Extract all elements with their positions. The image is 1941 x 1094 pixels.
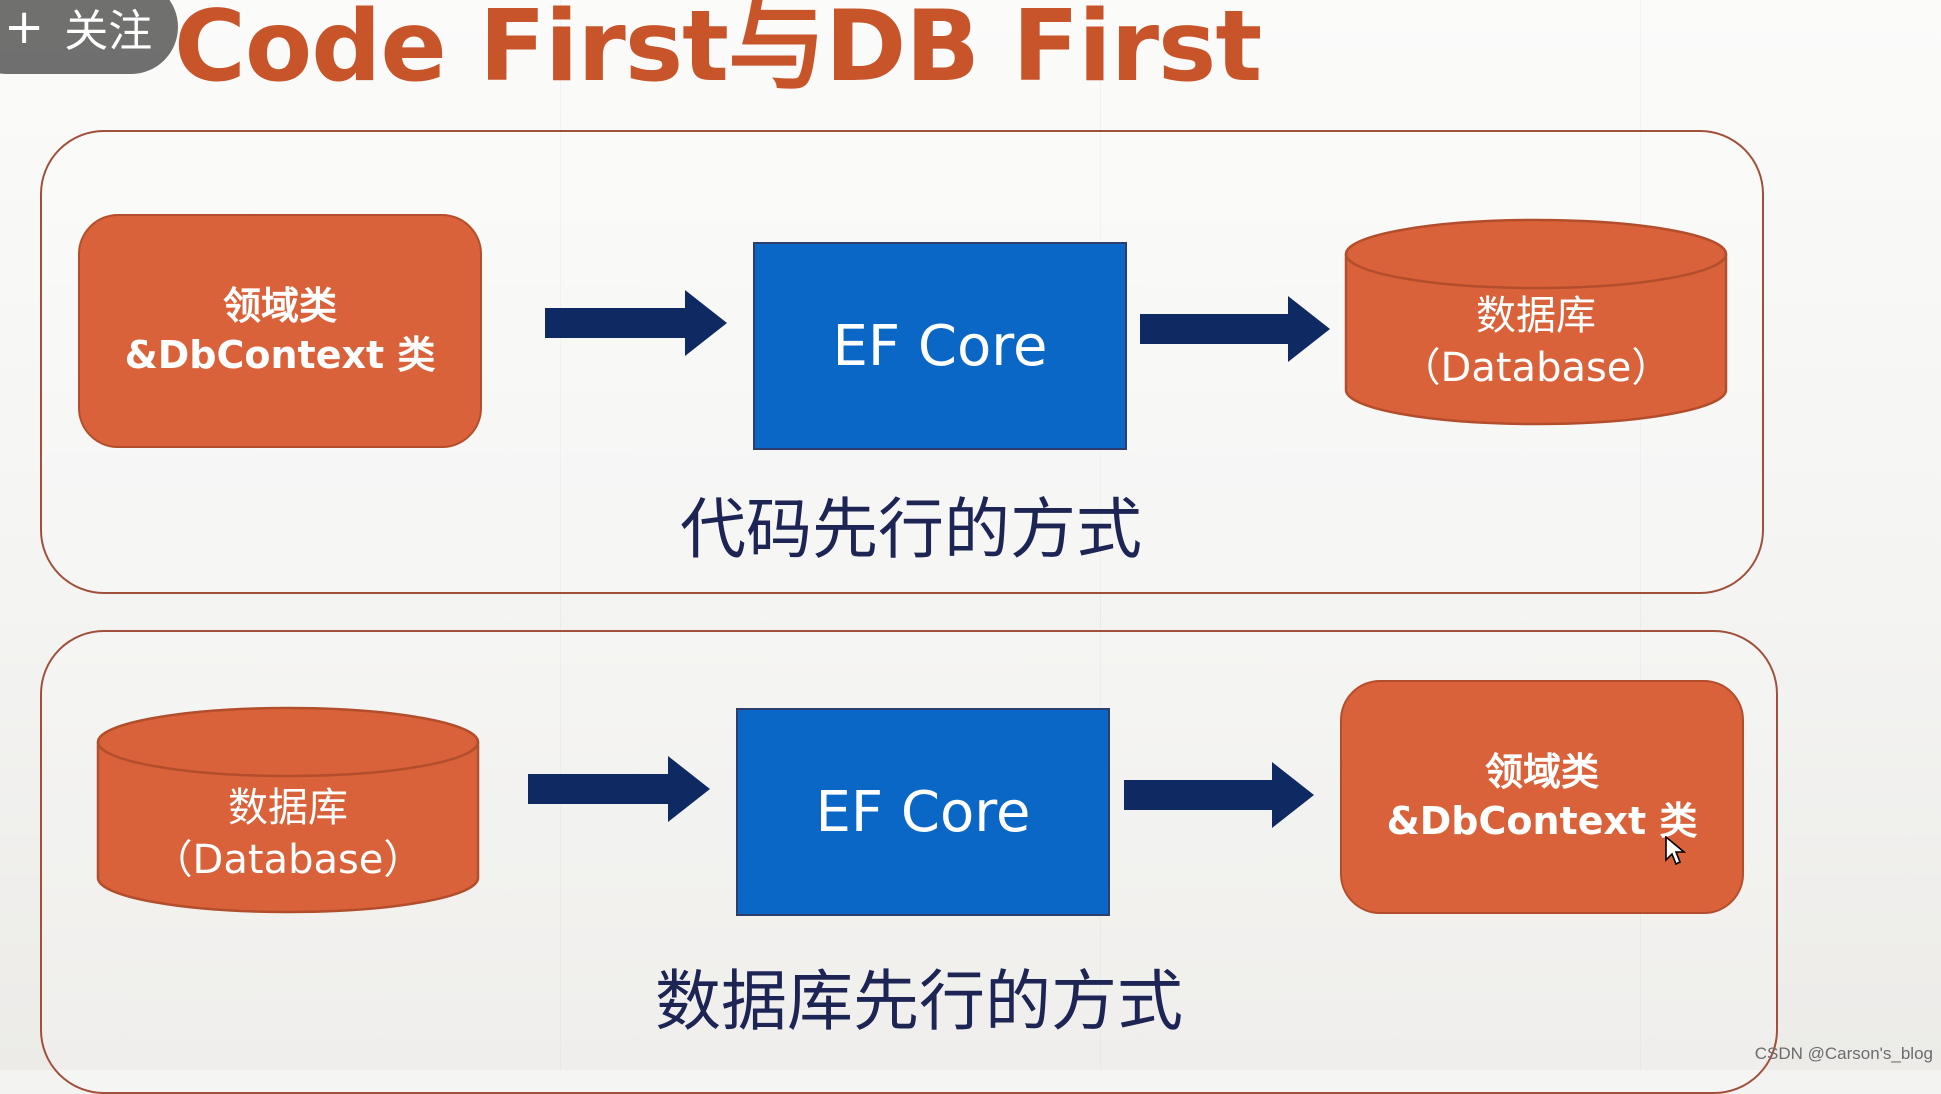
database-label: 数据库: [1476, 293, 1596, 339]
arrow-right-icon: [528, 756, 710, 822]
database-en-label: （Database）: [152, 837, 424, 883]
database-label-group: 数据库 （Database）: [96, 782, 480, 886]
database-cylinder: 数据库 （Database）: [1344, 218, 1728, 426]
slide-title: Code First与DB First: [174, 0, 1262, 104]
database-icon: [1344, 218, 1728, 426]
domain-class-box: 领域类 &DbContext 类: [1340, 680, 1744, 914]
domain-class-box: 领域类 &DbContext 类: [78, 214, 482, 448]
database-icon: [96, 706, 480, 914]
watermark: CSDN @Carson's_blog: [1754, 1044, 1933, 1063]
database-label-group: 数据库 （Database）: [1344, 290, 1728, 394]
arrow-right-icon: [1124, 762, 1314, 828]
database-label: 数据库: [228, 785, 348, 831]
ef-core-box: EF Core: [736, 708, 1110, 916]
follow-button[interactable]: + 关注: [0, 0, 178, 74]
domain-class-label: 领域类: [1484, 749, 1599, 794]
db-first-caption: 数据库先行的方式: [655, 963, 1183, 1040]
ef-core-box: EF Core: [753, 242, 1127, 450]
ef-core-label: EF Core: [832, 313, 1048, 379]
mouse-cursor-icon: [1665, 836, 1687, 866]
arrow-right-icon: [545, 290, 727, 356]
dbcontext-label: &DbContext 类: [124, 333, 436, 377]
follow-label: 关注: [64, 6, 153, 57]
database-en-label: （Database）: [1400, 345, 1672, 391]
plus-icon: +: [4, 0, 45, 55]
dbcontext-label: &DbContext 类: [1386, 799, 1698, 843]
ef-core-label: EF Core: [815, 779, 1031, 845]
arrow-right-icon: [1140, 296, 1330, 362]
domain-class-label: 领域类: [222, 283, 337, 328]
database-cylinder: 数据库 （Database）: [96, 706, 480, 914]
code-first-caption: 代码先行的方式: [680, 491, 1142, 568]
